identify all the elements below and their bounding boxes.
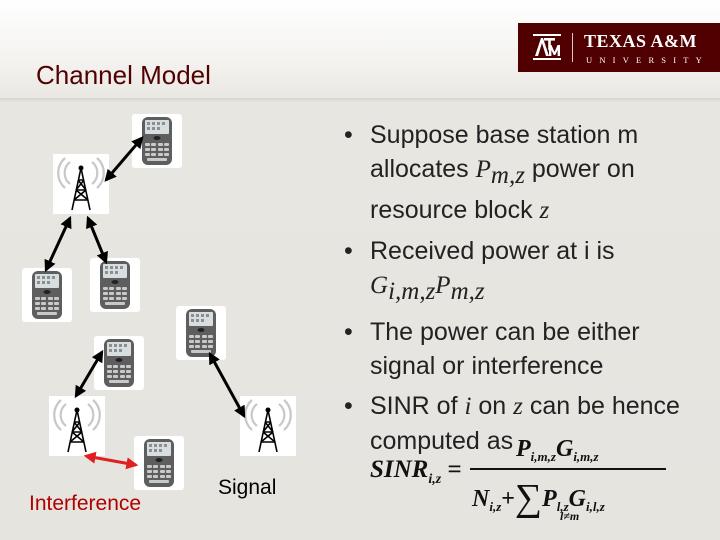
formula-numerator: Pi,m,zGi,m,z	[516, 436, 599, 464]
bullet-item: • The power can be either signal or inte…	[344, 318, 640, 380]
math-subscript: m,z	[490, 162, 525, 189]
math-var: P	[475, 156, 491, 183]
logo-subtitle: UNIVERSITY	[586, 55, 709, 65]
signal-label: Signal	[218, 476, 277, 499]
formula-lhs: SINRi,z =	[370, 456, 462, 487]
signal-arrow	[74, 349, 104, 399]
mobile-device-icon	[22, 268, 72, 322]
logo-name: TEXAS A&M	[584, 31, 698, 51]
mobile-device-icon	[94, 336, 144, 390]
atm-logo-icon	[533, 34, 561, 60]
base-station-icon	[47, 394, 107, 458]
signal-arrow	[208, 351, 246, 419]
mobile-device-icon	[90, 258, 140, 312]
signal-arrows	[44, 136, 246, 419]
signal-arrow	[86, 215, 108, 265]
logo-separator	[572, 33, 573, 62]
base-station-icon	[238, 394, 298, 458]
signal-arrow	[104, 136, 144, 182]
summation-condition: l≠m	[560, 509, 580, 523]
fraction-bar	[470, 468, 666, 470]
summation-sign: ∑	[514, 477, 543, 519]
math-var: z	[539, 197, 550, 224]
math-subscript: i,m,z	[388, 278, 436, 305]
math-subscript: m,z	[450, 278, 485, 305]
sinr-formula: SINRi,z = Pi,m,zGi,m,z Ni,z+∑Pl,zGi,l,z …	[368, 436, 678, 524]
interference-label: Interference	[29, 492, 142, 515]
network-diagram	[22, 114, 298, 490]
university-logo: TEXAS A&M UNIVERSITY	[518, 23, 720, 72]
math-var: P	[435, 272, 451, 299]
bullet-item: • Received power at i is Gi,m,zPm,z	[344, 237, 615, 305]
math-var: i	[464, 393, 472, 420]
math-var: G	[370, 272, 389, 299]
bullet-list: • Suppose base station m allocates Pm,z …	[340, 118, 710, 464]
mobile-device-icon	[134, 436, 184, 490]
signal-arrow	[44, 215, 72, 273]
base-station-icon	[51, 152, 111, 216]
header-divider	[0, 98, 720, 102]
interference-arrow	[83, 451, 139, 470]
mobile-device-icon	[176, 306, 226, 360]
math-var: z	[513, 393, 523, 420]
slide-title: Channel Model	[36, 60, 211, 90]
bullet-item: • Suppose base station m allocates Pm,z …	[344, 121, 639, 224]
formula-denominator: Ni,z+∑Pl,zGi,l,z	[472, 477, 605, 519]
bullet-item: • SINR of i on z can be hence computed a…	[344, 392, 680, 455]
